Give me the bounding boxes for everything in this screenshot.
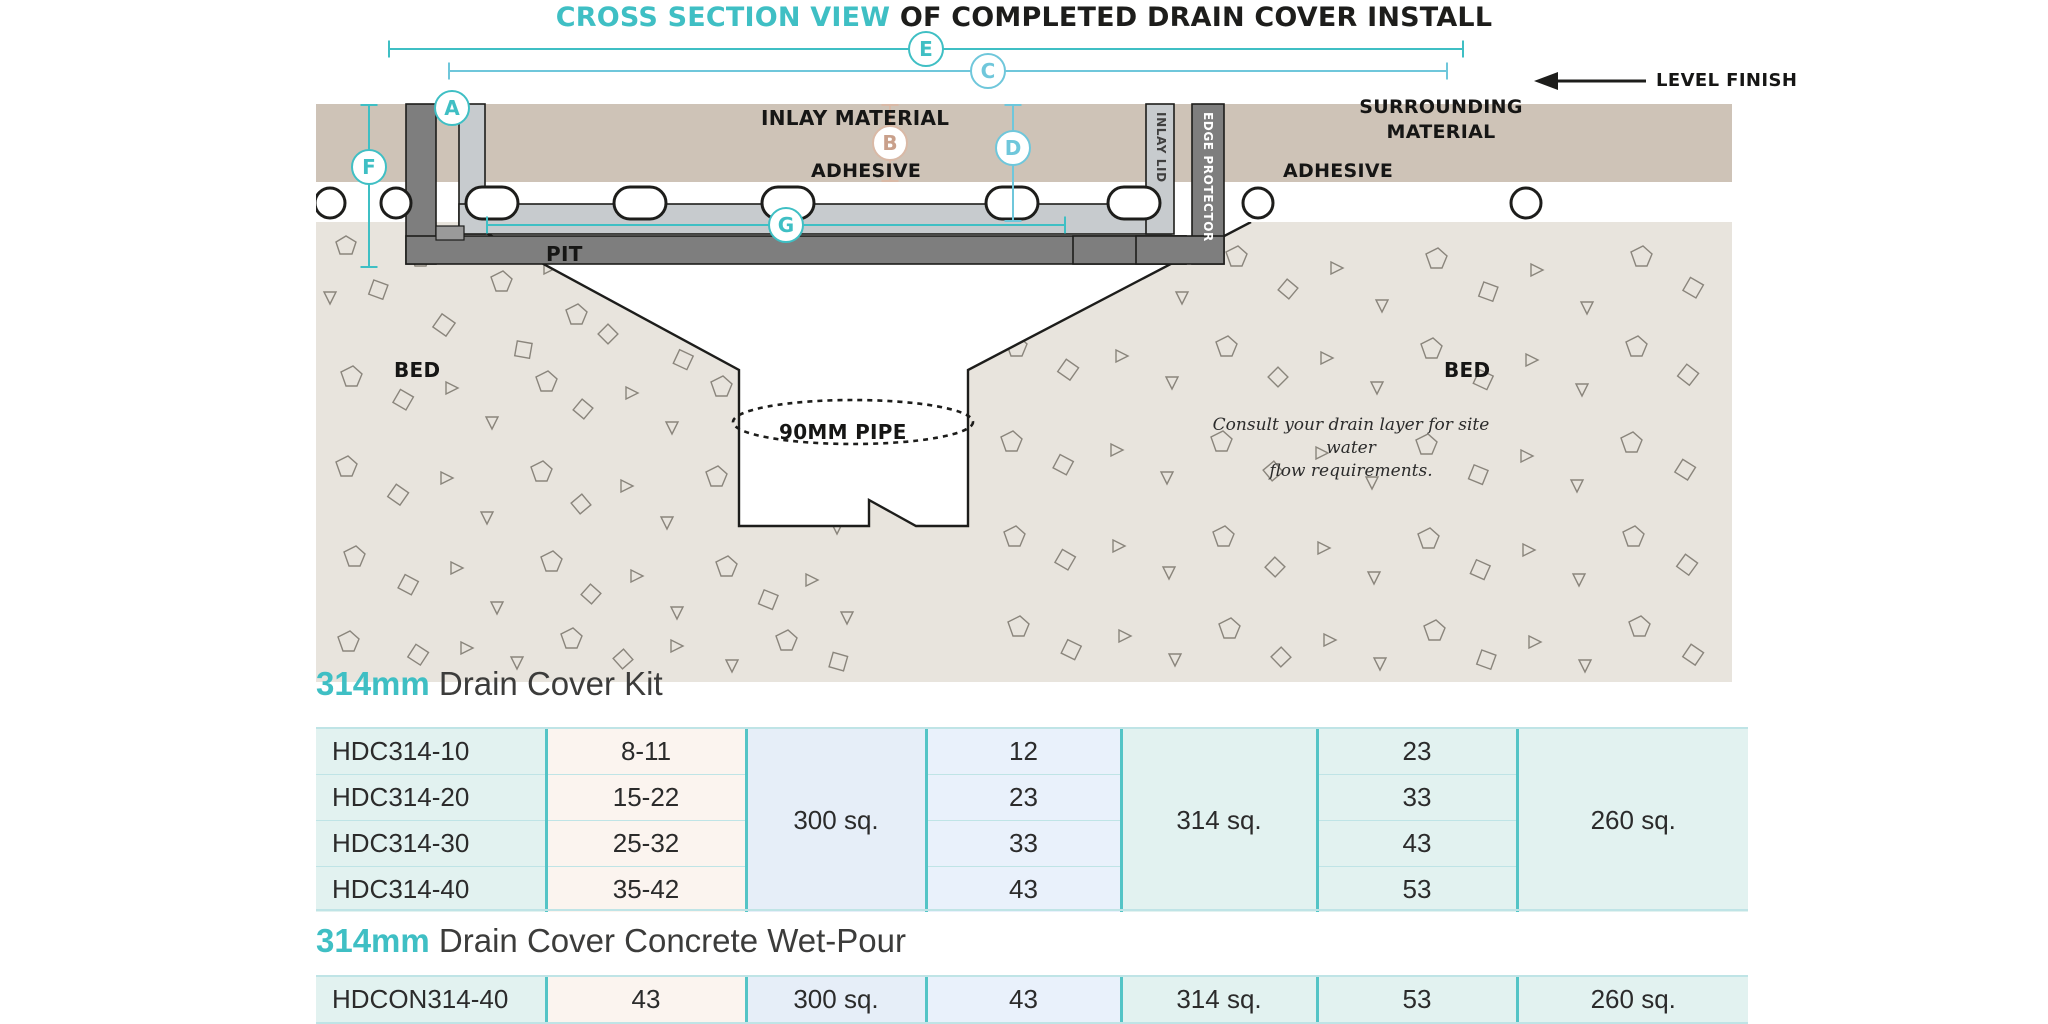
cell-cover-size: 314 sq. [1121,729,1319,912]
cell-model: HDC314-30 [316,820,548,867]
callout-label-D: D [1004,136,1022,160]
wetpour-table-topline [316,975,1748,977]
dimension-line-C [448,62,1448,80]
pipe-label: 90MM PIPE [779,420,907,444]
kit-table-title-rest: Drain Cover Kit [429,665,663,702]
page-title-rest: OF COMPLETED DRAIN COVER INSTALL [890,2,1493,33]
callout-badge-D: D [995,130,1031,166]
level-finish-label: LEVEL FINISH [1656,70,1798,91]
callout-badge-A: A [434,90,470,126]
pit-label: PIT [546,242,583,266]
cell-b: 43 [1317,820,1519,867]
table-row: HDC314-10 8-11 300 sq. 12 314 sq. 23 260… [316,729,1748,912]
callout-label-B: B [882,131,898,155]
cell-depth: 35-42 [546,866,748,912]
table-row: HDC314-40 35-42 43 53 [316,866,1748,912]
adhesive-center-label: ADHESIVE [811,160,922,182]
cell-b: 33 [1317,774,1519,821]
inlay-lid-label: INLAY LID [1154,112,1168,183]
callout-badge-F: F [351,149,387,185]
bed-left-label: BED [394,358,441,382]
cell-inlay-size: 260 sq. [1517,729,1748,912]
callout-badge-C: C [970,53,1006,89]
dimension-line-F [360,104,378,268]
cell-b: 53 [1317,866,1519,912]
pit-cutout [316,220,1732,682]
kit-table-botline [316,909,1748,911]
callout-label-F: F [362,155,376,179]
cell-depth: 15-22 [546,774,748,821]
drain-layer-note: Consult your drain layer for site water … [1201,414,1501,483]
table-row: HDC314-30 25-32 33 43 [316,820,1748,867]
surrounding-material-label-line1: SURROUNDING [1359,96,1523,118]
inlay-material-label: INLAY MATERIAL [761,106,950,130]
cell-cover-size: 314 sq. [1121,977,1319,1022]
edge-protector-label: EDGE PROTECTOR [1201,112,1215,242]
level-finish-annotation: LEVEL FINISH [1528,68,1828,94]
callout-badge-E: E [908,31,944,67]
callout-badge-B: B [872,125,908,161]
kit-spec-table: HDC314-10 8-11 300 sq. 12 314 sq. 23 260… [316,729,1748,912]
cell-model: HDCON314-40 [316,977,548,1022]
drain-layer-note-line1: Consult your drain layer for site water [1212,415,1490,458]
adhesive-right-label: ADHESIVE [1283,160,1394,182]
cell-a: 23 [926,774,1123,821]
callout-label-G: G [777,213,795,237]
cell-model: HDC314-40 [316,866,548,912]
adhesive-circles-outer [313,182,1732,222]
cell-inlay-size: 260 sq. [1517,977,1748,1022]
cell-pit-size: 300 sq. [746,977,928,1022]
cell-b: 23 [1317,729,1519,775]
wetpour-table-botline [316,1022,1748,1024]
cell-a: 33 [926,820,1123,867]
wetpour-table-title-accent: 314mm [316,922,430,959]
surrounding-material-label-line2: MATERIAL [1386,121,1496,143]
callout-label-E: E [919,37,933,61]
drain-layer-note-line2: flow requirements. [1269,460,1433,481]
callout-badge-G: G [768,207,804,243]
cell-a: 43 [926,866,1123,912]
cell-depth: 8-11 [546,729,748,775]
page-title-accent: CROSS SECTION VIEW [555,2,891,33]
cell-depth: 25-32 [546,820,748,867]
callout-label-C: C [980,59,996,83]
bed-right-label: BED [1444,358,1491,382]
cross-section-diagram: E C G F B D A INLAY MATERIAL ADHESIVE [313,31,1732,682]
wetpour-table-title-rest: Drain Cover Concrete Wet-Pour [429,922,906,959]
cell-model: HDC314-20 [316,774,548,821]
table-row: HDC314-20 15-22 23 33 [316,774,1748,821]
cell-a: 43 [926,977,1123,1022]
kit-table-title-accent: 314mm [316,665,430,702]
drain-cover-assembly [316,76,1732,296]
kit-table-title: 314mm Drain Cover Kit [316,665,663,703]
cell-model: HDC314-10 [316,729,548,775]
cell-pit-size: 300 sq. [746,729,928,912]
table-row: HDCON314-40 43 300 sq. 43 314 sq. 53 260… [316,977,1748,1022]
callout-label-A: A [444,96,460,120]
kit-table-topline [316,727,1748,729]
bed-texture [316,222,1732,682]
wetpour-table-title: 314mm Drain Cover Concrete Wet-Pour [316,922,906,960]
page-title: CROSS SECTION VIEW OF COMPLETED DRAIN CO… [0,2,2048,33]
cell-depth: 43 [546,977,748,1022]
wetpour-spec-table: HDCON314-40 43 300 sq. 43 314 sq. 53 260… [316,977,1748,1022]
cell-a: 12 [926,729,1123,775]
cell-b: 53 [1317,977,1519,1022]
